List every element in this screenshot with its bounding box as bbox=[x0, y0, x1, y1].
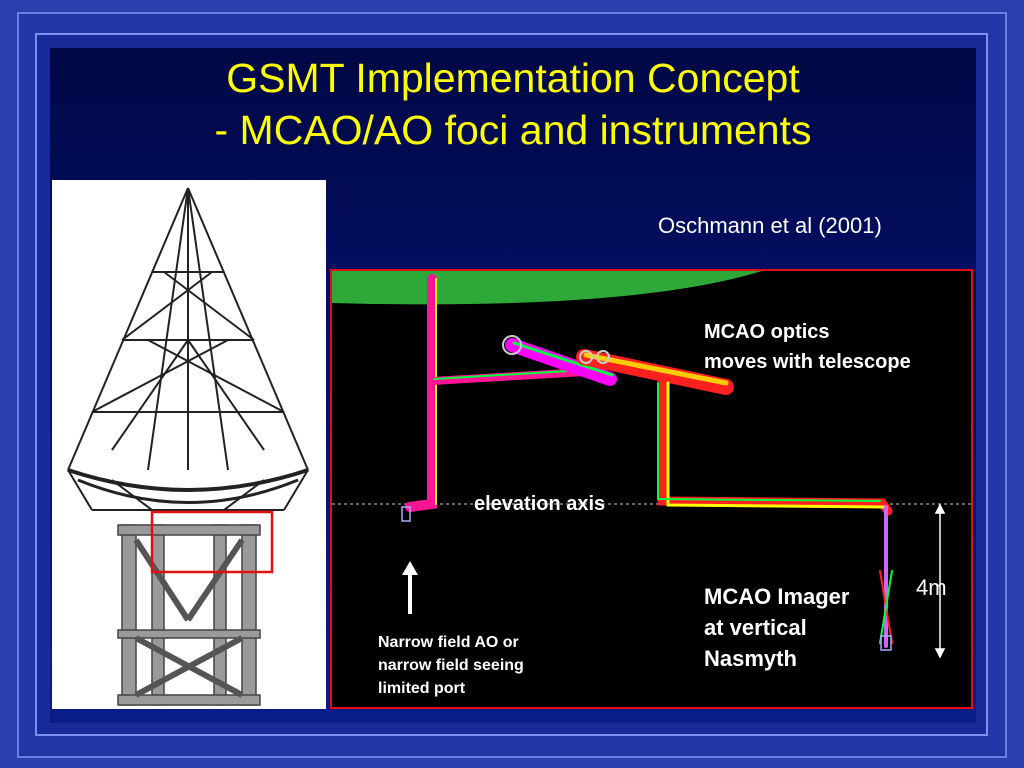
citation: Oschmann et al (2001) bbox=[658, 213, 882, 238]
telescope-structure-drawing bbox=[67, 187, 309, 706]
imager-line-1: MCAO Imager bbox=[704, 584, 850, 609]
elevation-axis-label: elevation axis bbox=[474, 493, 606, 515]
imager-line-2: at vertical bbox=[704, 615, 807, 640]
primary-mirror bbox=[332, 271, 762, 305]
mcao-imager-label: MCAO Imager at vertical Nasmyth bbox=[704, 581, 849, 674]
scale-bar bbox=[934, 503, 946, 659]
narrow-line-2: narrow field seeing bbox=[378, 657, 524, 674]
slide-title: GSMT Implementation Concept - MCAO/AO fo… bbox=[50, 48, 976, 156]
title-line-1: GSMT Implementation Concept bbox=[226, 55, 800, 101]
telescope-structure-image bbox=[52, 180, 326, 709]
mcao-optics-label: MCAO optics moves with telescope bbox=[704, 317, 911, 377]
mcao-optics-line-1: MCAO optics bbox=[704, 321, 830, 343]
highlight-box bbox=[150, 510, 274, 574]
narrow-line-3: limited port bbox=[378, 680, 466, 697]
scale-label: 4m bbox=[916, 575, 947, 600]
mcao-optics-line-2: moves with telescope bbox=[704, 351, 911, 373]
narrow-line-1: Narrow field AO or bbox=[378, 634, 519, 651]
title-line-2: - MCAO/AO foci and instruments bbox=[214, 107, 812, 153]
optical-path-drawing bbox=[332, 271, 971, 659]
narrow-field-label: Narrow field AO or narrow field seeing l… bbox=[378, 631, 524, 700]
imager-line-3: Nasmyth bbox=[704, 646, 797, 671]
optical-path-diagram: MCAO optics moves with telescope elevati… bbox=[330, 269, 973, 709]
